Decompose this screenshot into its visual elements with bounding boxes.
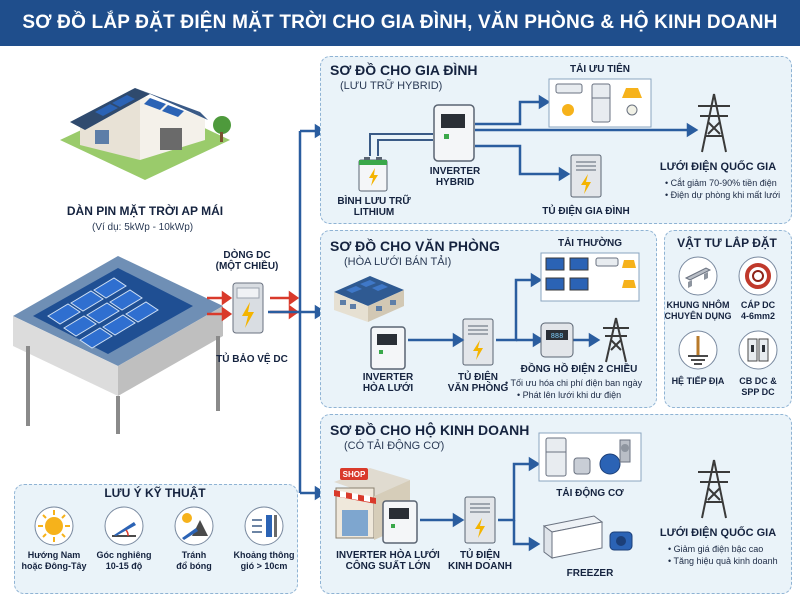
- material-item-2: HỆ TIẾP ĐỊA: [668, 330, 728, 394]
- office-title: SƠ ĐỒ CHO VĂN PHÒNG: [330, 238, 500, 254]
- motor-load-appliances: [538, 432, 642, 482]
- office-bullet-1: • Phát lên lưới khi dư điện: [517, 390, 622, 400]
- office-grid-tower: [603, 317, 629, 363]
- note-item-2: Tránh đổ bóng: [162, 506, 226, 586]
- home-cabinet-label: TỦ ĐIỆN GIA ĐÌNH: [542, 206, 630, 217]
- office-inverter: [370, 326, 406, 370]
- ground-icon: [678, 330, 718, 370]
- business-title: SƠ ĐỒ CHO HỘ KINH DOANH: [330, 422, 530, 438]
- home-connections: [369, 94, 699, 182]
- dc-protection-box: [232, 282, 264, 334]
- notes-title: LƯU Ý KỸ THUẬT: [104, 486, 206, 500]
- note-item-1: Góc nghiêng 10-15 độ: [92, 506, 156, 586]
- bidirectional-meter: 888: [540, 322, 574, 358]
- solar-roof-illustration: [13, 256, 223, 434]
- office-bullet-0: • Tối ưu hóa chi phí điện ban ngày: [505, 378, 643, 388]
- office-subtitle: (HÒA LƯỚI BÁN TẢI): [344, 256, 452, 268]
- dc-box-label: TỦ BẢO VỆ DC: [216, 354, 288, 365]
- home-bullet-0: • Cắt giảm 70-90% tiền điện: [665, 178, 777, 188]
- normal-load-label: TẢI THƯỜNG: [557, 238, 623, 249]
- cable-icon: [738, 256, 778, 296]
- material-item-3: CB DC & SPP DC: [728, 330, 788, 404]
- battery-label: BÌNH LƯU TRỮ LITHIUM: [337, 196, 411, 218]
- material-item-0: KHUNG NHÔM CHUYÊN DỤNG: [664, 256, 732, 330]
- priority-load-label: TẢI ƯU TIÊN: [570, 64, 630, 75]
- shade-icon: [174, 506, 214, 546]
- home-grid-label: LƯỚI ĐIỆN QUỐC GIA: [659, 161, 777, 173]
- priority-load-appliances: [548, 78, 652, 128]
- page-title: SƠ ĐỒ LẮP ĐẶT ĐIỆN MẶT TRỜI CHO GIA ĐÌNH…: [0, 0, 800, 46]
- home-inverter-label: INVERTER HYBRID: [429, 166, 481, 188]
- freezer-appliance: [542, 515, 633, 559]
- business-bullet-1: • Tăng hiệu quả kinh doanh: [668, 556, 778, 566]
- breaker-icon: [738, 330, 778, 370]
- business-cabinet: [464, 496, 496, 544]
- gap-icon: [244, 506, 284, 546]
- shop-sign: SHOP: [343, 470, 366, 479]
- sun-icon: [34, 506, 74, 546]
- roof-title: DÀN PIN MẶT TRỜI AP MÁI: [66, 204, 224, 218]
- materials-panel: [664, 230, 792, 408]
- hybrid-inverter: [433, 104, 475, 162]
- freezer-label: FREEZER: [566, 568, 614, 579]
- house-illustration: [60, 88, 231, 180]
- home-title: SƠ ĐỒ CHO GIA ĐÌNH: [330, 62, 478, 78]
- home-grid-tower: [698, 93, 730, 153]
- dc-line-label: DÒNG DC (MỘT CHIỀU): [215, 250, 279, 272]
- materials-title: VẬT TƯ LẮP ĐẶT: [677, 236, 777, 250]
- home-bullet-1: • Điện dự phòng khi mất lưới: [665, 190, 781, 200]
- office-building: [334, 276, 404, 322]
- business-grid-label: LƯỚI ĐIỆN QUỐC GIA: [659, 527, 777, 539]
- normal-load-appliances: [540, 252, 640, 302]
- home-cabinet: [570, 154, 602, 198]
- business-subtitle: (CÓ TẢI ĐỘNG CƠ): [344, 440, 445, 452]
- office-inverter-label: INVERTER HÒA LƯỚI: [362, 372, 414, 394]
- business-bullet-0: • Giảm giá điện bậc cao: [668, 544, 764, 554]
- svg-text:888: 888: [551, 333, 564, 341]
- roof-subtitle: (Ví dụ: 5kWp - 10kWp): [92, 222, 194, 233]
- business-inverter-label: INVERTER HÒA LƯỚI CÔNG SUẤT LỚN: [336, 550, 440, 572]
- office-cabinet: [462, 318, 494, 366]
- red-dc-arrows-left: [207, 290, 233, 322]
- note-item-3: Khoảng thông gió > 10cm: [232, 506, 296, 586]
- lithium-battery: [358, 157, 388, 192]
- office-cabinet-label: TỦ ĐIỆN VĂN PHÒNG: [447, 372, 509, 394]
- tilt-icon: [104, 506, 144, 546]
- rail-icon: [678, 256, 718, 296]
- note-item-0: Hướng Nam hoặc Đông-Tây: [21, 506, 87, 586]
- business-inverter: [382, 500, 418, 544]
- office-connections: [408, 272, 601, 348]
- business-cabinet-label: TỦ ĐIỆN KINH DOANH: [448, 550, 512, 572]
- material-item-1: CÁP DC 4-6mm2: [728, 256, 788, 330]
- home-subtitle: (LƯU TRỮ HYBRID): [340, 80, 443, 92]
- motor-load-label: TẢI ĐỘNG CƠ: [556, 488, 624, 499]
- business-connections: [420, 456, 541, 552]
- business-grid-tower: [698, 459, 730, 519]
- meter-label: ĐỒNG HỒ ĐIỆN 2 CHIỀU: [520, 364, 638, 375]
